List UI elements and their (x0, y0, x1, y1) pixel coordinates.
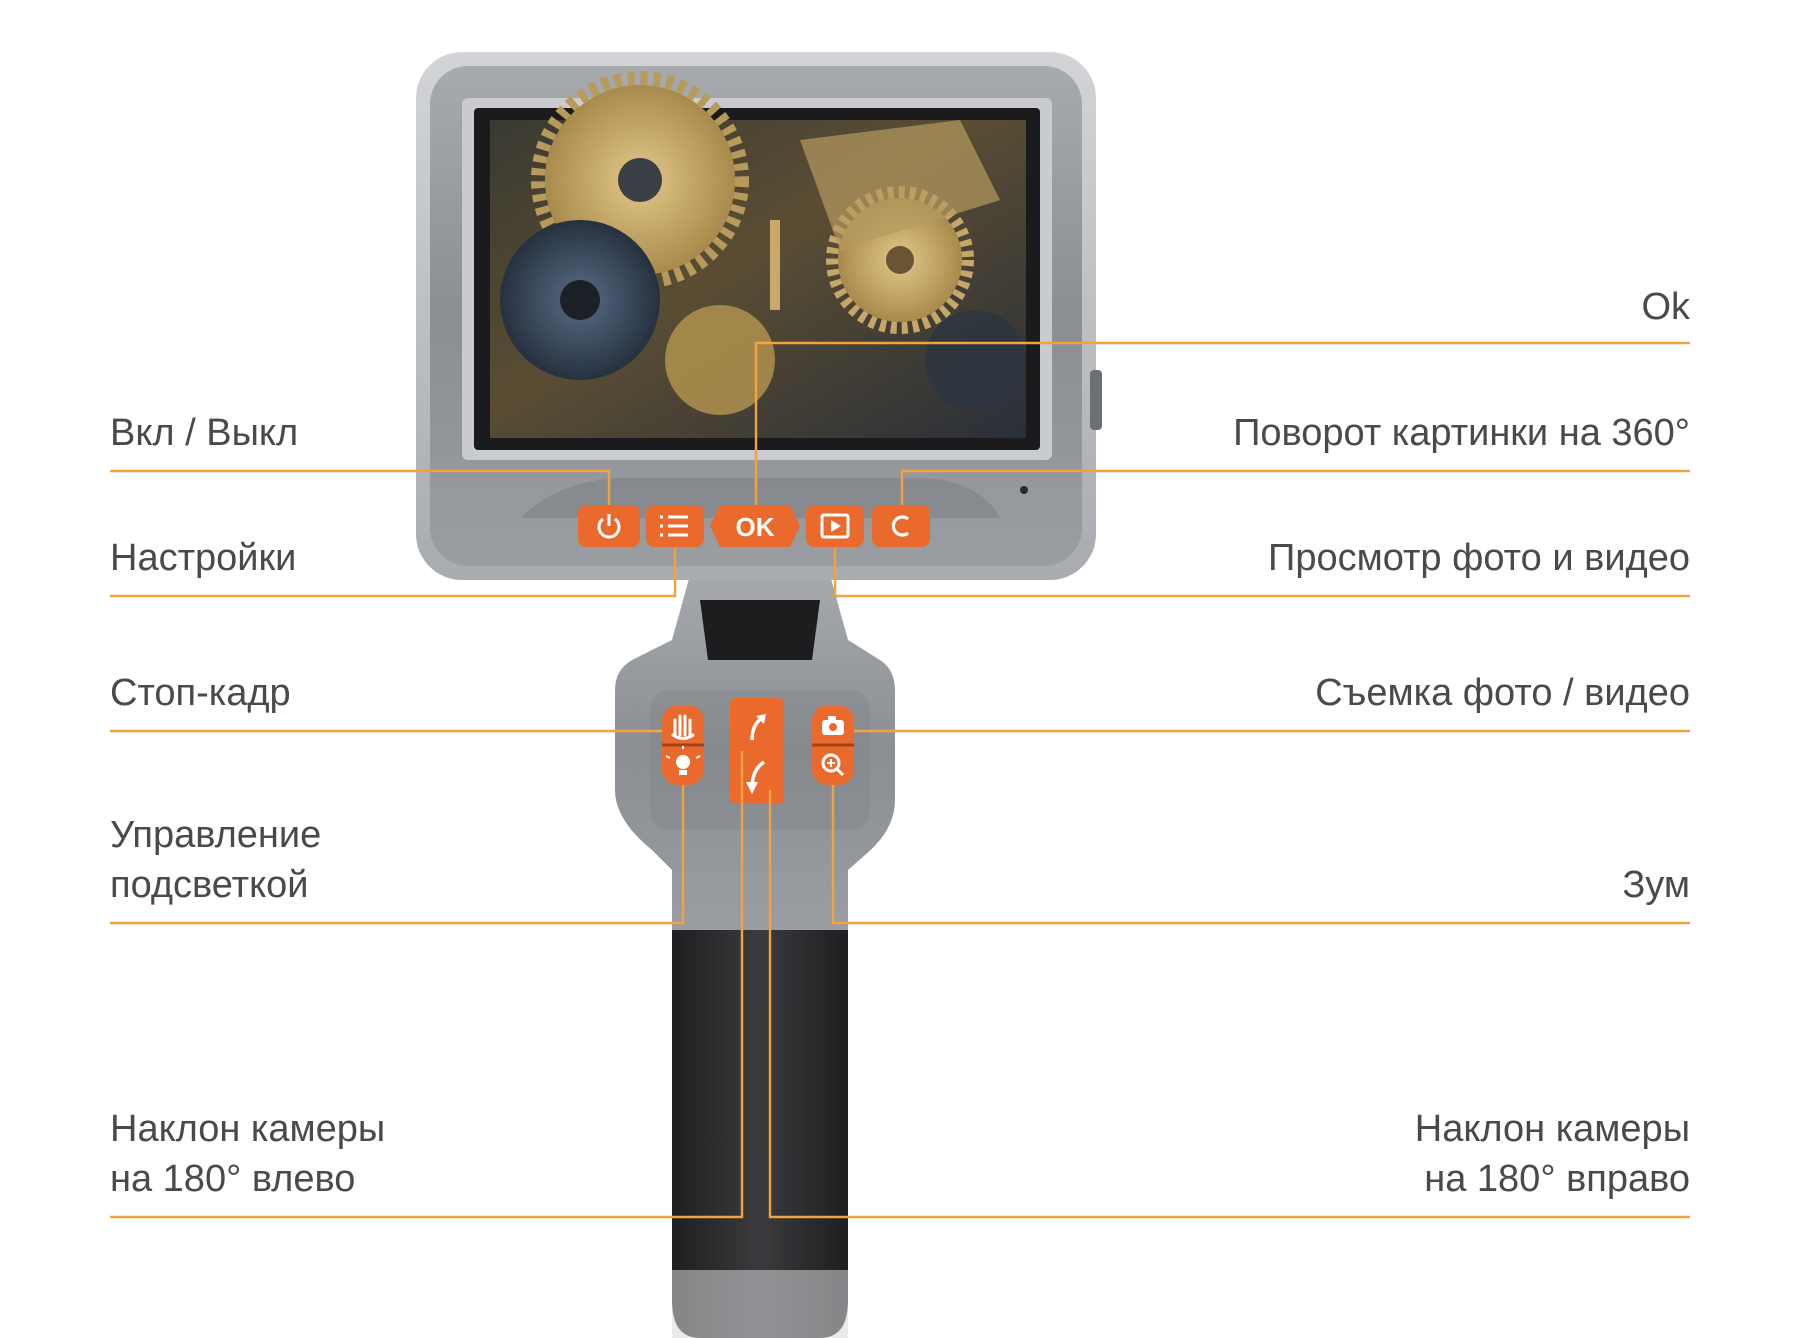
leader-playback (833, 547, 1690, 598)
label-capture: Съемка фото / видео (1315, 672, 1690, 714)
label-settings: Настройки (110, 537, 297, 579)
leader-settings (110, 547, 677, 598)
ok-button[interactable] (710, 505, 800, 547)
label-power: Вкл / Выкл (110, 412, 299, 454)
leader-zoom (831, 785, 1690, 925)
label-ok: Ok (1641, 286, 1690, 328)
label-playback: Просмотр фото и видео (1268, 537, 1690, 579)
ok-button-label: OK (736, 512, 775, 542)
leader-tilt-left (110, 751, 744, 1219)
hand-icon (671, 714, 695, 740)
leader-power (110, 469, 611, 505)
leader-light (110, 785, 685, 925)
label-zoom: Зум (1622, 864, 1690, 906)
device-handle (672, 880, 848, 1338)
menu-list-icon (660, 515, 688, 537)
power-icon (597, 514, 621, 539)
label-tilt-right: Наклон камеры на 180° вправо (1414, 1108, 1690, 1200)
rotate-button[interactable] (872, 505, 930, 547)
label-freeze-frame: Стоп-кадр (110, 672, 291, 714)
play-icon (820, 513, 850, 539)
leader-rotate (900, 469, 1690, 505)
label-rotate: Поворот картинки на 360° (1233, 412, 1690, 454)
label-backlight: Управление подсветкой (110, 814, 322, 906)
handle-buttons (662, 698, 854, 804)
gear-image (500, 71, 1025, 415)
arrow-down-icon (746, 760, 766, 794)
arrow-up-icon (750, 714, 766, 741)
display-screen (462, 71, 1052, 460)
leader-lines (110, 341, 1690, 1219)
zoom-in-icon (821, 753, 845, 777)
microphone-hole (1020, 486, 1028, 494)
rotate-icon (891, 515, 910, 537)
bulb-icon (665, 746, 701, 775)
leader-ok (754, 341, 1690, 505)
leader-tilt-right (768, 790, 1690, 1219)
label-tilt-left: Наклон камеры на 180° влево (110, 1108, 386, 1200)
top-button-row: OK (578, 505, 930, 547)
camera-icon (822, 716, 844, 735)
